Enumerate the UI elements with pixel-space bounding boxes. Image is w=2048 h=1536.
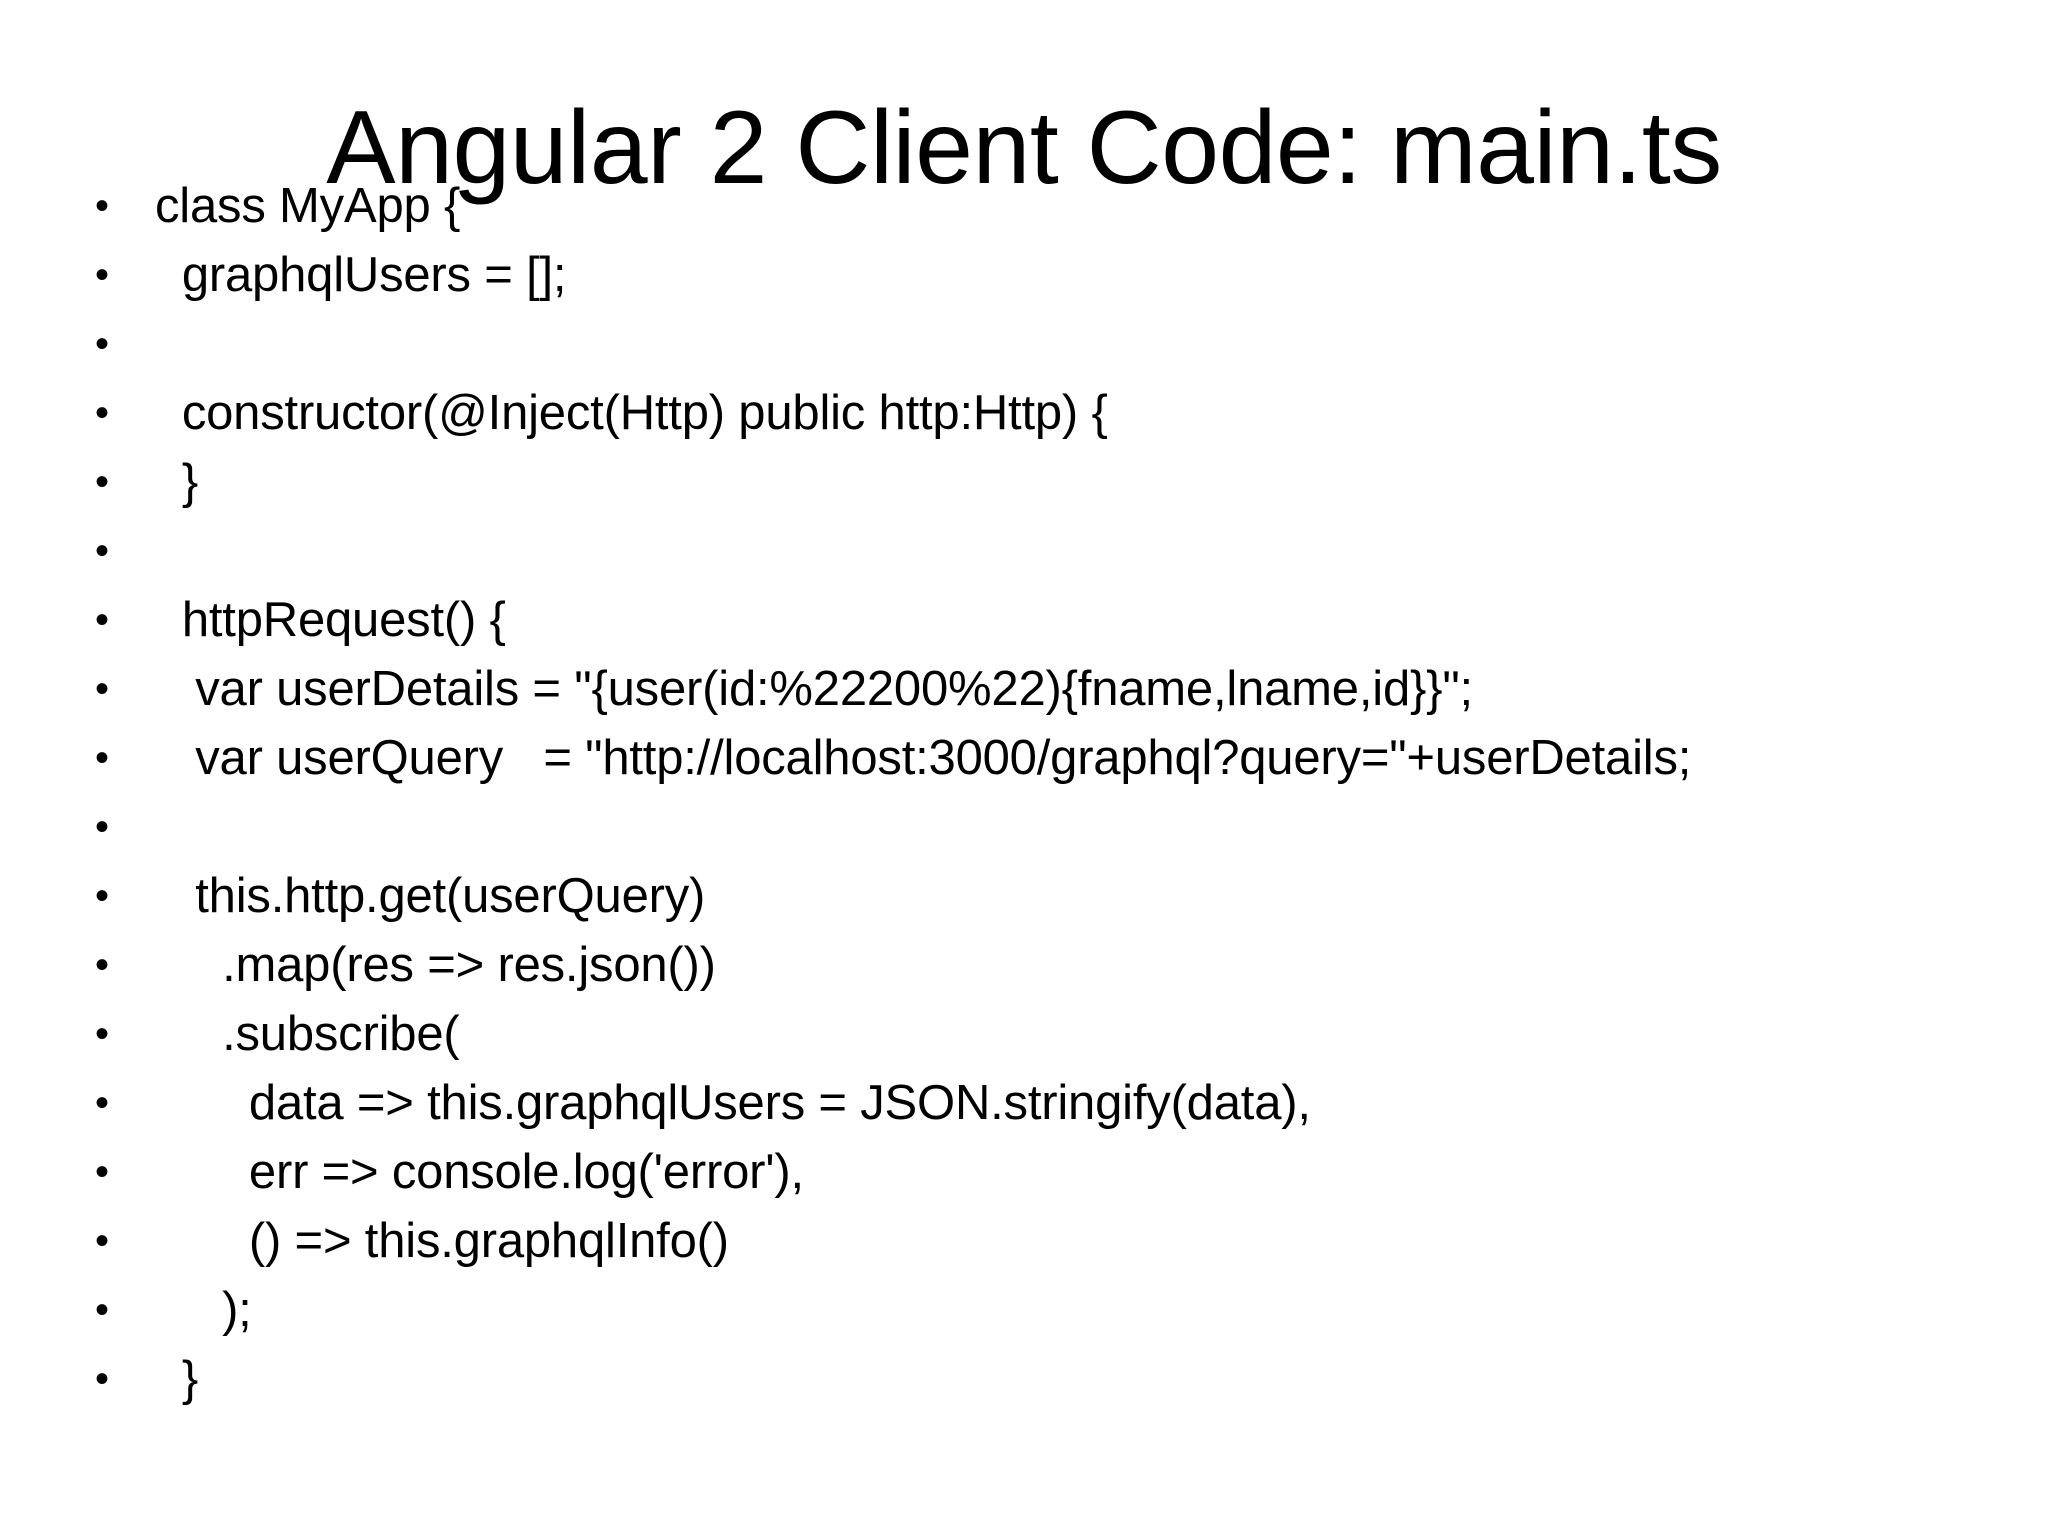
list-item: • data => this.graphqlUsers = JSON.strin… — [0, 1069, 2048, 1138]
bullet-icon: • — [95, 391, 110, 435]
list-item: • — [0, 310, 2048, 379]
list-item: • constructor(@Inject(Http) public http:… — [0, 379, 2048, 448]
list-item: • .map(res => res.json()) — [0, 931, 2048, 1000]
list-item: • () => this.graphqlInfo() — [0, 1207, 2048, 1276]
bullet-icon: • — [95, 805, 110, 849]
code-line-text: this.http.get(userQuery) — [155, 869, 706, 923]
code-line-text: } — [155, 1352, 198, 1406]
bullet-icon: • — [95, 460, 110, 504]
list-item: • ); — [0, 1276, 2048, 1345]
code-line-text: } — [155, 455, 198, 509]
bullet-icon: • — [95, 184, 110, 228]
code-line-text: var userDetails = "{user(id:%22200%22){f… — [155, 662, 1473, 716]
list-item: • graphqlUsers = []; — [0, 241, 2048, 310]
code-line-text: class MyApp { — [155, 179, 461, 233]
bullet-icon: • — [95, 1150, 110, 1194]
bullet-icon: • — [95, 1357, 110, 1401]
code-line-text: constructor(@Inject(Http) public http:Ht… — [155, 386, 1108, 440]
bullet-icon: • — [95, 253, 110, 297]
bullet-icon: • — [95, 322, 110, 366]
list-item: • this.http.get(userQuery) — [0, 862, 2048, 931]
bullet-icon: • — [95, 1288, 110, 1332]
bullet-icon: • — [95, 1081, 110, 1125]
code-line-text: .map(res => res.json()) — [155, 938, 716, 992]
bullet-icon: • — [95, 1012, 110, 1056]
bullet-icon: • — [95, 667, 110, 711]
code-line-text: graphqlUsers = []; — [155, 248, 567, 302]
code-line-text: .subscribe( — [155, 1007, 460, 1061]
code-bullet-list: •class MyApp {• graphqlUsers = [];•• con… — [0, 172, 2048, 1414]
code-line-text: var userQuery = "http://localhost:3000/g… — [155, 731, 1692, 785]
list-item: • } — [0, 448, 2048, 517]
list-item: • — [0, 517, 2048, 586]
list-item: • var userQuery = "http://localhost:3000… — [0, 724, 2048, 793]
bullet-icon: • — [95, 529, 110, 573]
bullet-icon: • — [95, 598, 110, 642]
list-item: • err => console.log('error'), — [0, 1138, 2048, 1207]
code-line-text: ); — [155, 1283, 252, 1337]
list-item: • class MyApp { — [0, 172, 2048, 241]
page-title: Angular 2 Client Code: main.ts — [326, 89, 1722, 206]
code-line-text: () => this.graphqlInfo() — [155, 1214, 729, 1268]
code-line-text: data => this.graphqlUsers = JSON.stringi… — [155, 1076, 1311, 1130]
bullet-icon: • — [95, 1219, 110, 1263]
code-line-text: httpRequest() { — [155, 593, 506, 647]
bullet-icon: • — [95, 736, 110, 780]
bullet-icon: • — [95, 874, 110, 918]
list-item: • — [0, 793, 2048, 862]
code-line-text: err => console.log('error'), — [155, 1145, 804, 1199]
bullet-icon: • — [95, 943, 110, 987]
list-item: • } — [0, 1345, 2048, 1414]
list-item: • var userDetails = "{user(id:%22200%22)… — [0, 655, 2048, 724]
list-item: • httpRequest() { — [0, 586, 2048, 655]
list-item: • .subscribe( — [0, 1000, 2048, 1069]
